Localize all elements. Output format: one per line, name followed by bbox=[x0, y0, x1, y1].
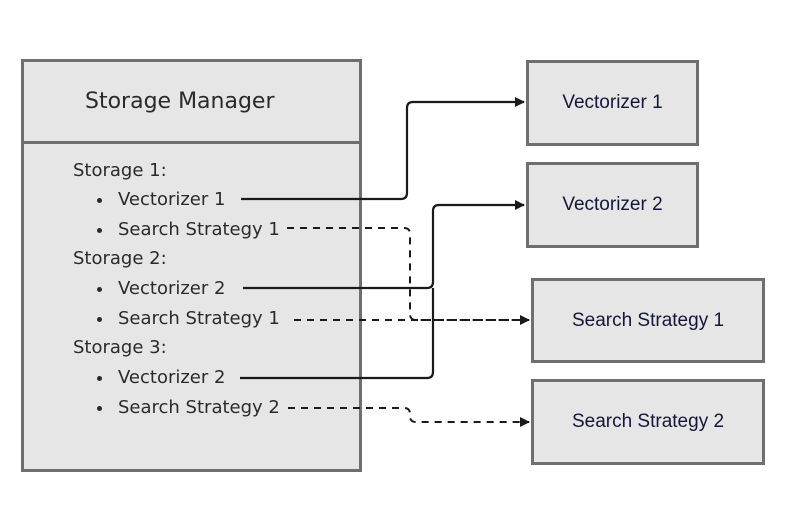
storage-manager-title: Storage Manager bbox=[85, 89, 275, 114]
storage-2-search-strategy: Search Strategy 1 bbox=[118, 308, 280, 329]
connector-storage1-search-strategy1 bbox=[287, 227, 530, 325]
bullet bbox=[97, 198, 102, 203]
vectorizer-2-label: Vectorizer 2 bbox=[562, 194, 663, 215]
vectorizer-1-box: Vectorizer 1 bbox=[526, 60, 699, 146]
search-strategy-2-box: Search Strategy 2 bbox=[531, 379, 765, 465]
storage-3-vectorizer: Vectorizer 2 bbox=[118, 367, 226, 388]
storage-1-label: Storage 1: bbox=[73, 160, 167, 181]
bullet bbox=[97, 228, 102, 233]
bullet bbox=[97, 406, 102, 411]
storage-manager-box: Storage Manager bbox=[21, 59, 362, 472]
search-strategy-1-box: Search Strategy 1 bbox=[531, 278, 765, 363]
storage-2-vectorizer: Vectorizer 2 bbox=[118, 278, 226, 299]
connector-storage2-vectorizer2 bbox=[243, 200, 525, 290]
storage-1-search-strategy: Search Strategy 1 bbox=[118, 219, 280, 240]
storage-manager-header: Storage Manager bbox=[24, 62, 359, 144]
connector-storage3-vectorizer2 bbox=[240, 288, 435, 380]
bullet bbox=[97, 317, 102, 322]
connector-storage1-vectorizer1 bbox=[241, 97, 525, 201]
search-strategy-1-label: Search Strategy 1 bbox=[571, 309, 725, 331]
storage-3-search-strategy: Search Strategy 2 bbox=[118, 397, 280, 418]
vectorizer-1-label: Vectorizer 1 bbox=[562, 92, 663, 113]
vectorizer-2-box: Vectorizer 2 bbox=[526, 162, 699, 248]
storage-2-label: Storage 2: bbox=[73, 248, 167, 269]
storage-3-label: Storage 3: bbox=[73, 337, 167, 358]
search-strategy-2-label: Search Strategy 2 bbox=[571, 411, 725, 432]
bullet bbox=[97, 376, 102, 381]
bullet bbox=[97, 287, 102, 292]
storage-1-vectorizer: Vectorizer 1 bbox=[118, 189, 226, 210]
connector-storage3-search-strategy2 bbox=[288, 407, 530, 427]
